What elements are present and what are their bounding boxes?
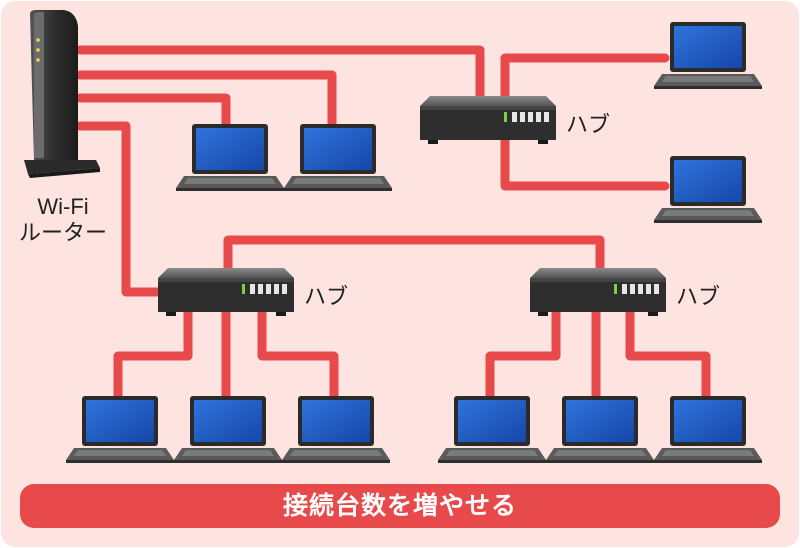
hub-label-bottom-right: ハブ — [676, 284, 721, 309]
cable-br-hub-to-laptop-a — [485, 307, 561, 403]
hub-top-icon — [420, 96, 556, 144]
laptop-icon — [654, 396, 762, 463]
caption-text: 接続台数を増やせる — [282, 492, 517, 520]
network-cables — [75, 45, 711, 403]
caption-banner: 接続台数を増やせる — [20, 484, 780, 528]
laptop-icon — [438, 396, 546, 463]
laptop-icon — [284, 124, 392, 191]
cable-bl-hub-to-laptop-c — [257, 307, 339, 403]
hub-label-top: ハブ — [566, 112, 611, 137]
cable-router-to-laptop-2 — [75, 70, 337, 131]
laptop-icon — [654, 156, 762, 223]
laptop-icon — [654, 22, 762, 89]
hub-bottom-left-icon — [158, 268, 294, 316]
hub-bottom-right-icon — [530, 268, 666, 316]
cable-router-to-top-hub — [75, 45, 485, 103]
laptop-icon — [546, 396, 654, 463]
cable-router-to-bottom-left-hub — [75, 121, 165, 297]
wifi-router-icon — [24, 10, 100, 178]
laptop-icon — [176, 124, 284, 191]
cable-top-hub-to-upper-right-laptop — [500, 53, 670, 103]
cable-top-hub-to-lower-right-laptop — [500, 135, 670, 191]
laptop-icon — [174, 396, 282, 463]
router-label-line2: ルーター — [18, 220, 107, 245]
hub-label-bottom-left: ハブ — [304, 284, 349, 309]
cable-bottom-left-hub-to-bottom-right-hub — [223, 235, 605, 277]
cable-br-hub-to-laptop-c — [625, 307, 711, 403]
cable-router-to-laptop-1 — [75, 93, 231, 131]
router-label: Wi-Fi ルーター — [18, 194, 108, 246]
router-label-line1: Wi-Fi — [37, 194, 89, 219]
laptop-icon — [66, 396, 174, 463]
cable-bl-hub-to-laptop-a — [113, 307, 193, 403]
laptop-icon — [282, 396, 390, 463]
